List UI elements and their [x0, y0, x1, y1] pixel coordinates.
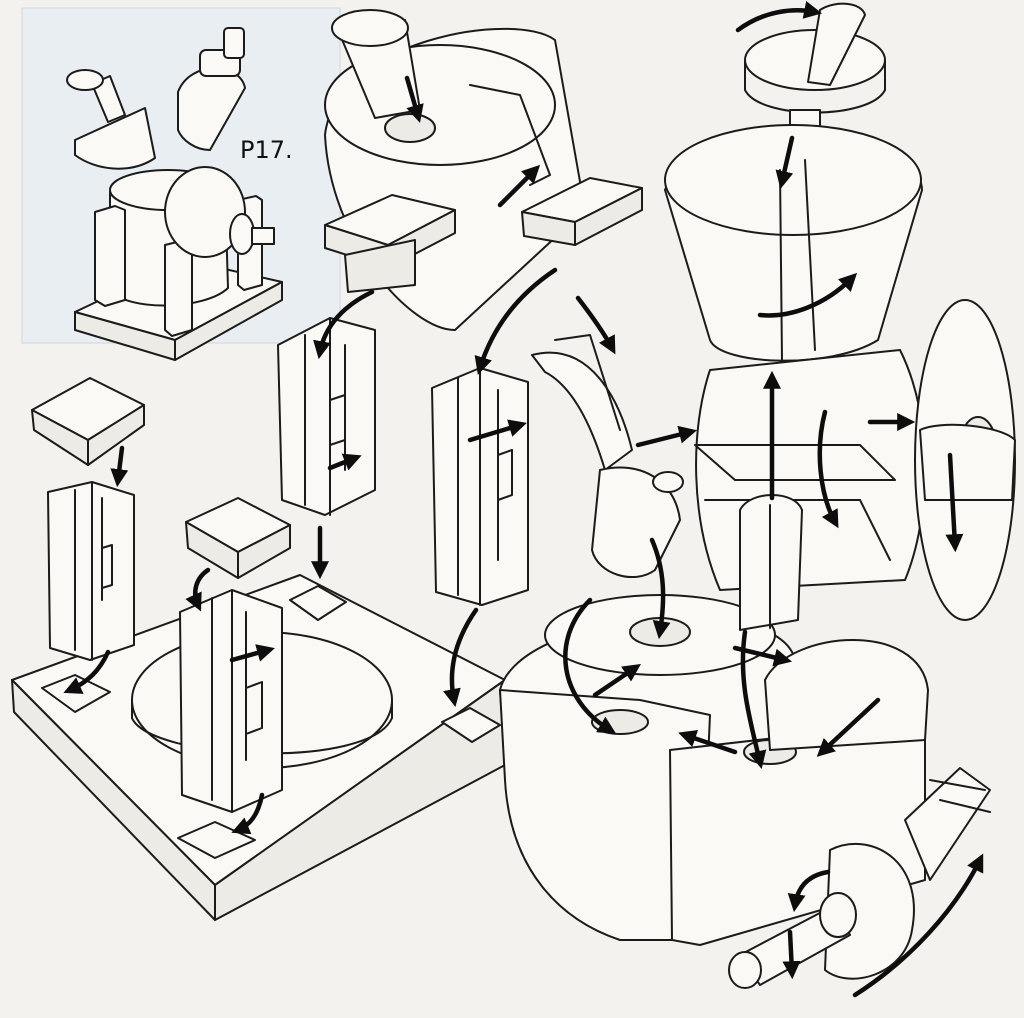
pillar-left [47, 481, 135, 661]
curved-key [531, 334, 633, 471]
motion-arrows [63, 1, 984, 998]
split-shaft [739, 494, 803, 631]
pillar-middle-right [431, 367, 529, 606]
top-collar [744, 2, 886, 114]
pillar-center [179, 589, 283, 813]
round-key [591, 466, 684, 579]
large-cone [664, 124, 923, 362]
page-label: P17. [240, 136, 293, 164]
end-disc [914, 299, 1016, 621]
small-cap-left [31, 377, 145, 466]
block-small-bottom [441, 707, 501, 743]
shim-center [177, 821, 256, 859]
pillar-middle-left [277, 317, 376, 516]
assembled-view-inset: P17. [21, 7, 341, 361]
inset-pillar-center [164, 239, 193, 337]
drum-housing [694, 349, 926, 591]
small-cap-center [185, 497, 291, 579]
inset-pillar-left [94, 205, 126, 307]
inset-disc-assembly [164, 166, 275, 258]
inset-cone-right [177, 27, 246, 151]
inset-cone-left [66, 69, 156, 170]
shim-top [289, 585, 347, 621]
cap-upper-left [324, 194, 456, 293]
upper-cone [331, 9, 421, 119]
cap-upper-right [521, 177, 643, 246]
clamp-assembly [728, 767, 991, 989]
